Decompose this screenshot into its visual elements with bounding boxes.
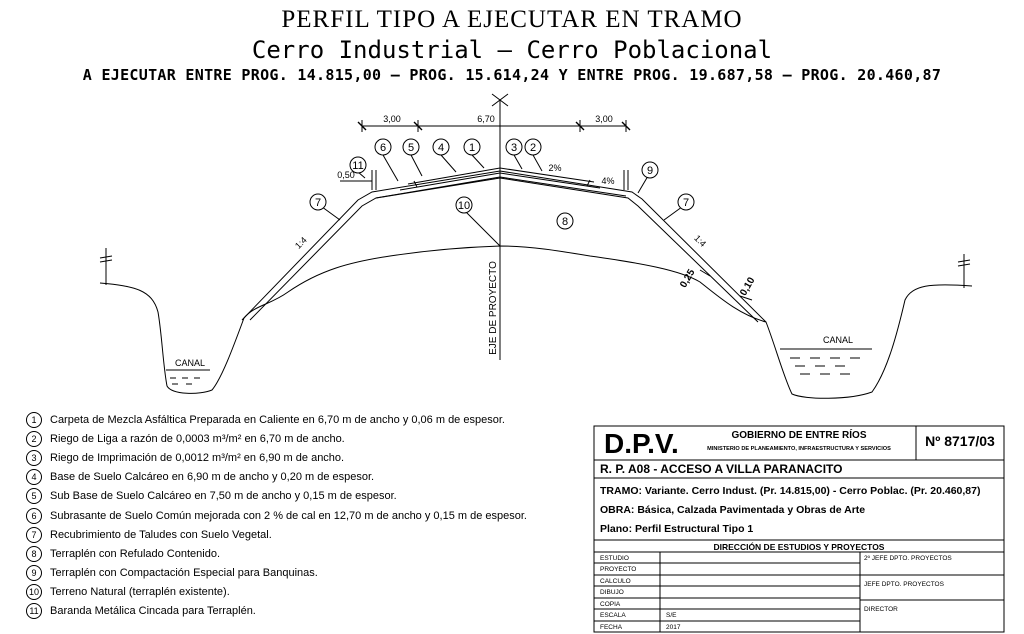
tramo-text: TRAMO: Variante. Cerro Indust. (Pr. 14.8… bbox=[600, 485, 981, 497]
legend-number: 5 bbox=[26, 488, 42, 505]
callout-10: 10 bbox=[458, 200, 470, 212]
fecha-value: 2017 bbox=[666, 624, 681, 631]
legend-text: Terraplén con Compactación Especial para… bbox=[50, 567, 318, 580]
government-name: GOBIERNO DE ENTRE RÍOS bbox=[731, 430, 867, 441]
callout-9: 9 bbox=[647, 165, 653, 177]
callout-6: 6 bbox=[380, 142, 386, 154]
terrain-left bbox=[99, 245, 973, 399]
signature-2nd-head: 2º JEFE DPTO. PROYECTOS bbox=[864, 555, 952, 562]
direction-name: DIRECCIÓN DE ESTUDIOS Y PROYECTOS bbox=[713, 542, 885, 552]
row-dibujo: DIBUJO bbox=[600, 589, 624, 596]
callout-7-left: 7 bbox=[315, 197, 321, 209]
legend-item: 9 Terraplén con Compactación Especial par… bbox=[26, 564, 586, 583]
progressive-range: A EJECUTAR ENTRE PROG. 14.815,00 – PROG.… bbox=[82, 66, 942, 84]
dpv-logo: D.P.V. bbox=[604, 428, 679, 459]
legend-text: Sub Base de Suelo Calcáreo en 7,50 m de … bbox=[50, 490, 397, 503]
legend-item: 2 Riego de Liga a razón de 0,0003 m³/m² e… bbox=[26, 429, 586, 448]
legend-number: 4 bbox=[26, 469, 42, 486]
ministry-name: MINISTERIO DE PLANEAMIENTO, INFRAESTRUCT… bbox=[707, 446, 891, 452]
callout-1: 1 bbox=[469, 142, 475, 154]
legend-number: 11 bbox=[26, 603, 42, 620]
legend-item: 8 Terraplén con Refulado Contenido. bbox=[26, 544, 586, 563]
legend-item: 4 Base de Suelo Calcáreo en 6,90 m de anc… bbox=[26, 468, 586, 487]
row-escala: ESCALA bbox=[600, 612, 626, 619]
route-title: R. P. A08 - ACCESO A VILLA PARANACITO bbox=[600, 462, 843, 476]
axis-label: EJE DE PROYECTO bbox=[488, 261, 499, 355]
legend: 1 Carpeta de Mezcla Asfáltica Preparada e… bbox=[26, 410, 586, 621]
legend-text: Terreno Natural (terraplén existente). bbox=[50, 586, 230, 599]
canal-left-label: CANAL bbox=[175, 358, 205, 368]
plan-subtitle: Cerro Industrial – Cerro Poblacional bbox=[251, 36, 773, 64]
callout-2: 2 bbox=[530, 142, 536, 154]
row-estudio: ESTUDIO bbox=[600, 555, 629, 562]
legend-text: Subrasante de Suelo Común mejorada con 2… bbox=[50, 509, 527, 522]
legend-item: 6 Subrasante de Suelo Común mejorada con … bbox=[26, 506, 586, 525]
legend-number: 8 bbox=[26, 545, 42, 562]
legend-text: Riego de Liga a razón de 0,0003 m³/m² en… bbox=[50, 432, 345, 445]
signature-head: JEFE DPTO. PROYECTOS bbox=[864, 581, 944, 588]
obra-text: OBRA: Básica, Calzada Pavimentada y Obra… bbox=[600, 504, 866, 516]
plan-title: PERFIL TIPO A EJECUTAR EN TRAMO bbox=[281, 6, 743, 33]
slope-right-top: 4% bbox=[601, 176, 614, 186]
dim-center: 6,70 bbox=[477, 114, 495, 124]
slope-left-top: 2% bbox=[548, 163, 561, 173]
legend-text: Carpeta de Mezcla Asfáltica Preparada en… bbox=[50, 413, 505, 426]
legend-text: Terraplén con Refulado Contenido. bbox=[50, 547, 221, 560]
callout-4: 4 bbox=[438, 142, 444, 154]
legend-text: Riego de Imprimación de 0,0012 m³/m² en … bbox=[50, 451, 345, 464]
signature-director: DIRECTOR bbox=[864, 606, 898, 613]
callout-11: 11 bbox=[352, 160, 363, 172]
legend-number: 9 bbox=[26, 565, 42, 582]
callout-7-right: 7 bbox=[683, 197, 689, 209]
plano-text: Plano: Perfil Estructural Tipo 1 bbox=[600, 523, 754, 535]
legend-number: 3 bbox=[26, 449, 42, 466]
legend-number: 10 bbox=[26, 584, 42, 601]
legend-item: 10 Terreno Natural (terraplén existente). bbox=[26, 583, 586, 602]
callout-8: 8 bbox=[562, 216, 568, 228]
legend-text: Baranda Metálica Cincada para Terraplén. bbox=[50, 605, 256, 618]
legend-text: Base de Suelo Calcáreo en 6,90 m de anch… bbox=[50, 471, 375, 484]
row-proyecto: PROYECTO bbox=[600, 566, 637, 573]
row-calculo: CALCULO bbox=[600, 578, 631, 585]
slope-left-side: 1:4 bbox=[293, 235, 309, 251]
plan-number: Nº 8717/03 bbox=[925, 433, 995, 449]
callout-5: 5 bbox=[408, 142, 414, 154]
escala-value: S/E bbox=[666, 612, 677, 619]
legend-item: 1 Carpeta de Mezcla Asfáltica Preparada e… bbox=[26, 410, 586, 429]
callout-3: 3 bbox=[511, 142, 517, 154]
legend-number: 2 bbox=[26, 430, 42, 447]
legend-number: 7 bbox=[26, 526, 42, 543]
legend-number: 1 bbox=[26, 411, 42, 428]
thickness-010: 0,10 bbox=[738, 275, 757, 298]
canal-right-label: CANAL bbox=[823, 335, 853, 345]
slope-right-side: 1:4 bbox=[692, 233, 708, 249]
dim-right: 3,00 bbox=[595, 114, 613, 124]
dim-left: 3,00 bbox=[383, 114, 401, 124]
legend-number: 6 bbox=[26, 507, 42, 524]
thickness-025: 0,25 bbox=[678, 267, 697, 290]
legend-item: 7 Recubrimiento de Taludes con Suelo Vege… bbox=[26, 525, 586, 544]
row-fecha: FECHA bbox=[600, 624, 623, 631]
legend-item: 5 Sub Base de Suelo Calcáreo en 7,50 m de… bbox=[26, 487, 586, 506]
legend-item: 3 Riego de Imprimación de 0,0012 m³/m² en… bbox=[26, 448, 586, 467]
row-copia: COPIA bbox=[600, 601, 621, 608]
legend-text: Recubrimiento de Taludes con Suelo Veget… bbox=[50, 528, 272, 541]
dim-rail-height: 0,50 bbox=[337, 170, 355, 180]
legend-item: 11 Baranda Metálica Cincada para Terraplé… bbox=[26, 602, 586, 621]
